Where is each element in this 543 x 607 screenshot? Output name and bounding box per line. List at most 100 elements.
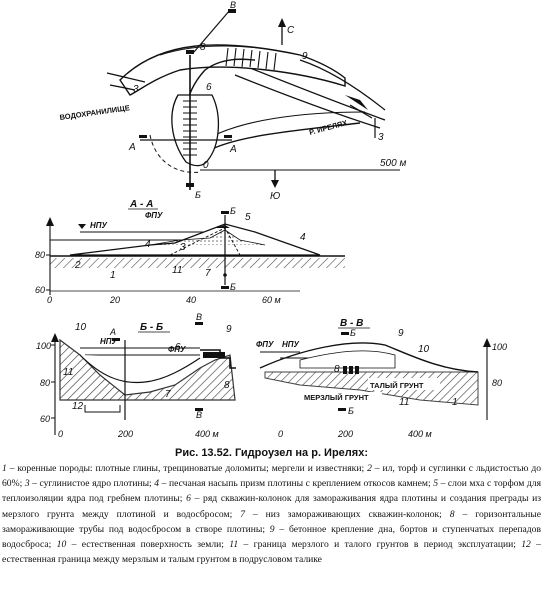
plan-view: ВОДОХРАНИЛИЩЕ Р. ИРЕЛЯХ С Ю 0 500 м А А …	[59, 0, 406, 202]
bb-ytick-100: 100	[36, 341, 51, 351]
plan-river-label: Р. ИРЕЛЯХ	[308, 118, 348, 137]
aa-xtick-40: 40	[186, 295, 196, 305]
plan-section-a-left: А	[128, 142, 136, 153]
vv-b-top: Б	[350, 328, 356, 338]
figure-caption: Рис. 13.52. Гидроузел на р. Ирелях: 1 – …	[2, 447, 541, 567]
aa-b-top: Б	[230, 206, 236, 216]
plan-section-a-right: А	[229, 144, 237, 155]
bb-a-mark: А	[109, 327, 116, 337]
legend-item-number: 9	[269, 523, 275, 535]
aa-callout-5: 5	[245, 212, 251, 223]
bb-callout-10: 10	[75, 322, 87, 333]
vv-ytick-80: 80	[492, 378, 502, 388]
bb-callout-6: 6	[175, 342, 181, 353]
bb-callout-9: 9	[226, 324, 232, 335]
caption-title: Рис. 13.52. Гидроузел на р. Ирелях:	[174, 447, 368, 459]
aa-b-bottom: Б	[230, 282, 236, 292]
vv-xtick-200: 200	[337, 429, 353, 439]
aa-xtick-0: 0	[47, 295, 52, 305]
legend-item-text: – слои мха с торфом для теплоизоляции яд…	[2, 478, 541, 505]
legend-item-text: – суглинистое ядро плотины;	[29, 478, 155, 490]
vv-xtick-0: 0	[278, 429, 283, 439]
aa-ytick-60: 60	[35, 285, 45, 295]
vv-callout-8: 8	[334, 364, 340, 375]
plan-callout-3a: 3	[133, 84, 139, 95]
vv-frozen-label: МЕРЗЛЫЙ ГРУНТ	[304, 393, 369, 402]
section-vv: В - В 100 80 0 200 400 м ФПУ НПУ ТАЛЫЙ Г…	[256, 318, 507, 439]
plan-section-b-bottom: Б	[195, 190, 201, 200]
plan-north-label: С	[287, 25, 295, 36]
bb-fpu-label: ФПУ	[168, 345, 186, 354]
bb-callout-11: 11	[63, 367, 73, 378]
vv-ytick-100: 100	[492, 342, 507, 352]
legend-item-number: 10	[56, 539, 67, 551]
legend-item-text: – горизонтальные замораживающие трубы по…	[2, 508, 541, 535]
plan-callout-3b: 3	[378, 132, 384, 143]
bb-xtick-400: 400 м	[195, 429, 219, 439]
bb-callout-12: 12	[72, 401, 84, 412]
legend-item-number: 3	[24, 478, 30, 490]
vv-npu-label: НПУ	[282, 340, 300, 349]
vv-dam-profile	[259, 342, 479, 373]
bb-xtick-0: 0	[58, 429, 63, 439]
bb-callout-7: 7	[165, 389, 171, 400]
bb-valley-profile	[59, 338, 236, 401]
legend-item-number: 11	[229, 539, 239, 551]
aa-callout-11: 11	[172, 265, 182, 276]
legend-item-number: 6	[186, 493, 191, 505]
aa-ytick-80: 80	[35, 250, 45, 260]
aa-xtick-60: 60 м	[262, 295, 281, 305]
vv-callout-10: 10	[418, 344, 430, 355]
aa-npu-label: НПУ	[90, 221, 108, 230]
legend-item-number: 7	[240, 508, 245, 520]
vv-thawed-label: ТАЛЫЙ ГРУНТ	[370, 381, 424, 390]
section-bb: Б - Б 100 80 60 0 200 400 м НПУ ФПУ А В …	[36, 312, 236, 439]
plan-callout-9: 9	[302, 51, 308, 62]
bb-ytick-80: 80	[40, 378, 50, 388]
vv-b-bottom: Б	[348, 406, 354, 416]
legend-item-number: 1	[2, 463, 7, 474]
vv-callout-11: 11	[399, 397, 409, 408]
legend-item-text: – граница мерзлого и талого грунтов в пе…	[238, 539, 522, 551]
section-bb-title: Б - Б	[140, 322, 163, 333]
plan-reservoir-label: ВОДОХРАНИЛИЩЕ	[59, 103, 130, 122]
bb-npu-label: НПУ	[100, 337, 118, 346]
caption-legend: 1 – коренные породы: плотные глины, трещ…	[2, 461, 541, 567]
plan-south-label: Ю	[270, 191, 280, 202]
aa-callout-7: 7	[205, 268, 211, 279]
aa-fpu-label: ФПУ	[145, 211, 163, 220]
bb-v-top: В	[196, 312, 202, 322]
legend-item-number: 5	[433, 478, 439, 490]
legend-item-number: 2	[367, 463, 372, 474]
aa-callout-2: 2	[74, 260, 81, 271]
plan-callout-6: 6	[206, 82, 212, 93]
plan-callout-8: 8	[200, 42, 206, 53]
aa-callout-4b: 4	[300, 232, 306, 243]
legend-item-text: – песчаная насыпь призм плотины с крепле…	[159, 478, 434, 490]
vv-callout-9: 9	[398, 328, 404, 339]
vv-callout-1: 1	[452, 397, 458, 408]
bb-callout-8: 8	[224, 380, 230, 391]
hydroscheme-figure: ВОДОХРАНИЛИЩЕ Р. ИРЕЛЯХ С Ю 0 500 м А А …	[35, 0, 507, 439]
legend-item-number: 12	[521, 539, 531, 551]
legend-item-text: – ряд скважин-колонок для замораживания …	[2, 493, 541, 520]
bb-ytick-60: 60	[40, 414, 50, 424]
aa-callout-4a: 4	[145, 239, 151, 250]
legend-item-text: – бетонное крепление дна, бортов и ступе…	[2, 523, 541, 551]
bb-v-bottom: В	[196, 410, 202, 420]
plan-section-b-top: В	[230, 0, 236, 10]
vv-fpu-label: ФПУ	[256, 340, 274, 349]
spillway-band	[119, 44, 346, 96]
section-aa-title: А - А	[129, 199, 153, 210]
aa-callout-1: 1	[110, 270, 116, 281]
legend-item-text: – коренные породы: плотные глины, трещин…	[6, 463, 368, 474]
aa-xtick-20: 20	[109, 295, 120, 305]
legend-item-text: – ил, торф и суглинки с льдистостью до 6…	[2, 463, 541, 490]
vv-xtick-400: 400 м	[408, 429, 432, 439]
legend-item-text: – низ замораживающих скважин-колонок;	[245, 508, 450, 520]
aa-callout-3: 3	[180, 242, 186, 253]
legend-item-number: 8	[449, 508, 455, 520]
plan-scale-end: 500 м	[380, 158, 406, 169]
section-vv-title: В - В	[340, 318, 363, 329]
section-aa: А - А 80 60 0 20 40 60 м НПУ ФПУ	[35, 199, 345, 305]
